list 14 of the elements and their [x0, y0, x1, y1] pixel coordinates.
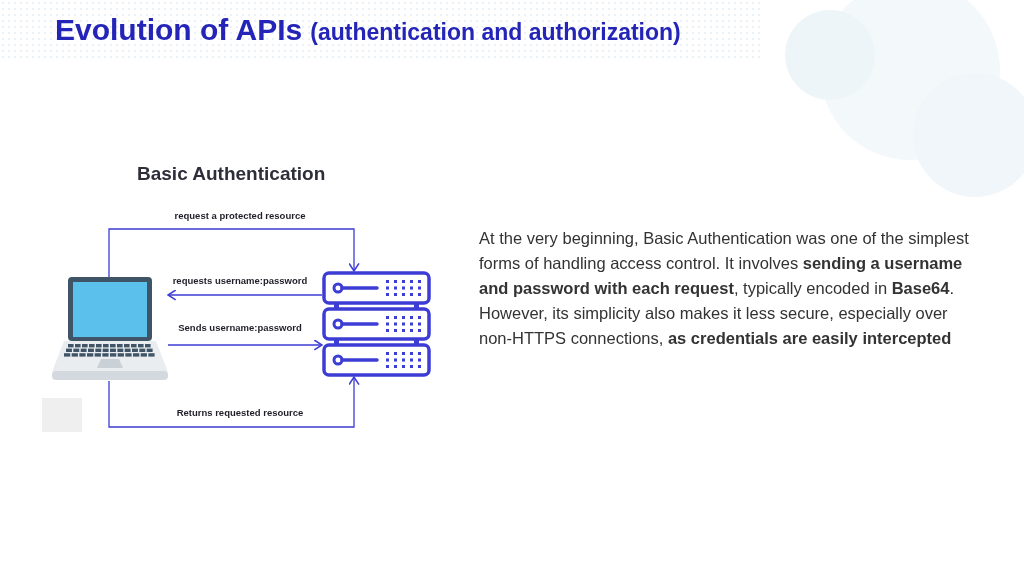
laptop-icon — [52, 277, 168, 381]
server-rack-icon — [322, 271, 431, 377]
edge-label: requests username:password — [171, 274, 309, 287]
connector-arrow — [108, 228, 360, 278]
connector-arrow — [108, 376, 360, 428]
slide-title: Evolution of APIs — [55, 12, 303, 48]
description-paragraph: At the very beginning, Basic Authentication was one of the simplest forms of handling access control. It involves sending a username and password with each request, typically encoded in Base64. However, its simplicity also makes it less secure, especially over non-HTTPS connections, as credentials are easily intercepted — [479, 228, 969, 349]
edge-label: Returns requested resource — [175, 406, 305, 419]
diagram-heading: Basic Authentication — [137, 162, 326, 186]
edge-label: Sends username:password — [177, 321, 303, 334]
edge-label: request a protected resource — [173, 209, 307, 222]
connector-arrow — [167, 289, 323, 301]
connector-arrow — [167, 339, 323, 351]
slide-subtitle: (authentication and authorization) — [310, 18, 681, 47]
